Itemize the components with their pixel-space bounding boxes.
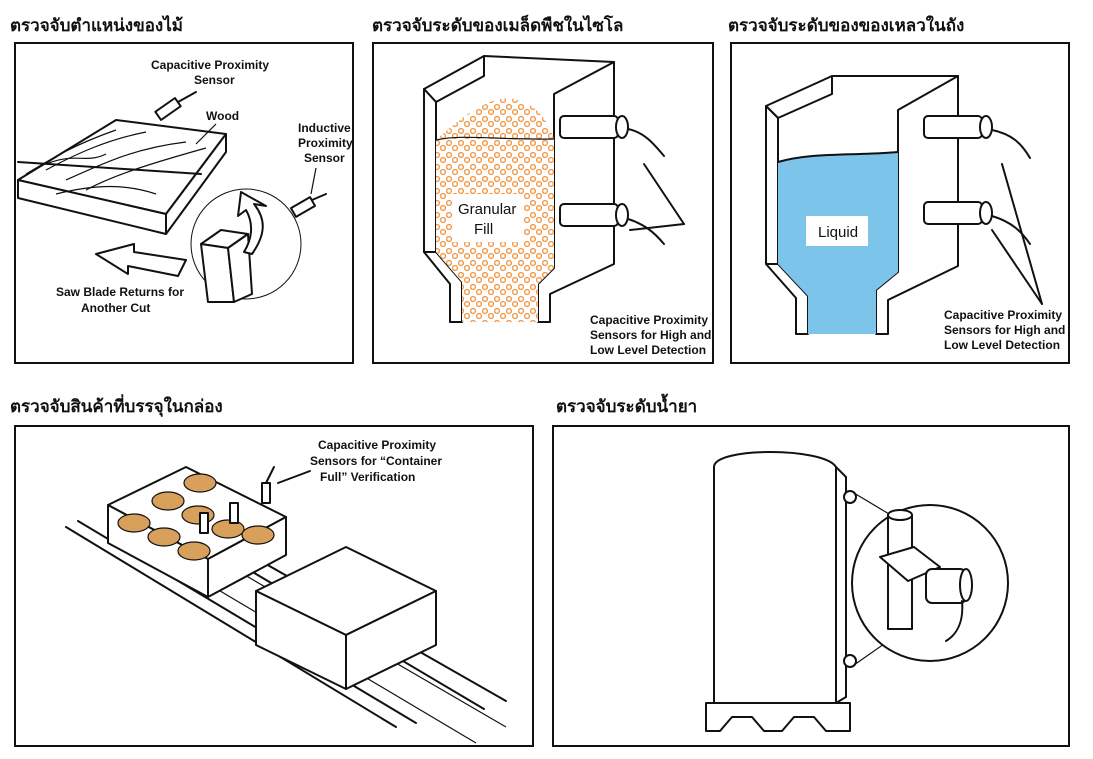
tank-sensor-label-3: Low Level Detection	[944, 338, 1060, 352]
wood-panel-title: ตรวจจับตำแหน่งของไม้	[10, 16, 183, 36]
pipe-detail	[879, 509, 973, 642]
shipping-box	[255, 546, 437, 690]
wood-panel: Capacitive Proximity Sensor Wood Inducti…	[14, 42, 354, 364]
box-panel-title: ตรวจจับสินค้าที่บรรจุในกล่อง	[10, 397, 223, 417]
wood-illustration: Capacitive Proximity Sensor Wood Inducti…	[17, 58, 352, 315]
chemical-panel-title: ตรวจจับระดับน้ำยา	[556, 397, 698, 417]
box-sensor-label-3: Full” Verification	[320, 470, 415, 484]
granular-label-2: Fill	[474, 221, 493, 238]
return-arrow	[95, 243, 187, 277]
silo-panel-title: ตรวจจับระดับของเมล็ดพืชในไซโล	[372, 16, 624, 36]
saw-blade-circle	[190, 188, 302, 300]
tank-panel: Liquid Capacitive Proximity Sensors for …	[730, 42, 1070, 364]
silo-sensor-label-1: Capacitive Proximity	[590, 313, 708, 327]
box-sensor-label-1: Capacitive Proximity	[318, 438, 436, 452]
inductive-label-2: Proximity	[298, 136, 352, 150]
saw-label-1: Saw Blade Returns for	[56, 285, 184, 299]
chemical-tank-sensors	[843, 490, 857, 668]
capacitive-label-1: Capacitive Proximity	[151, 58, 269, 72]
liquid-label: Liquid	[818, 224, 858, 241]
box-panel: Capacitive Proximity Sensors for “Contai…	[14, 425, 534, 747]
tank-panel-title: ตรวจจับระดับของของเหลวในถัง	[728, 16, 965, 36]
silo-panel: Granular Fill Capacitive Proximity Senso…	[372, 42, 714, 364]
chemical-panel	[552, 425, 1070, 747]
rotation-arrow	[237, 191, 267, 255]
capacitive-label-2: Sensor	[194, 73, 235, 87]
tank-sensor-low	[923, 201, 1031, 245]
box-sensors	[199, 466, 275, 534]
silo-sensor-label-2: Sensors for High and	[590, 328, 711, 342]
silo-sensor-low	[559, 203, 665, 245]
tank-sensor-label-1: Capacitive Proximity	[944, 308, 1062, 322]
chemical-tank	[705, 451, 851, 732]
box-sensor-label-2: Sensors for “Container	[310, 454, 442, 468]
silo-sensor-label-3: Low Level Detection	[590, 343, 706, 357]
box-illustration: Capacitive Proximity Sensors for “Contai…	[65, 438, 507, 744]
inductive-sensor	[289, 193, 327, 218]
tank-sensor-high	[923, 115, 1031, 159]
silo-illustration: Granular Fill Capacitive Proximity Senso…	[423, 55, 711, 357]
chemical-illustration	[705, 451, 1009, 732]
cookie-tray	[107, 466, 287, 598]
capacitive-sensor	[154, 91, 197, 121]
granular-label-1: Granular	[458, 201, 516, 218]
inductive-label-1: Inductive	[298, 121, 351, 135]
tank-illustration: Liquid Capacitive Proximity Sensors for …	[765, 75, 1065, 352]
wood-board	[17, 119, 227, 235]
tank-sensor-label-2: Sensors for High and	[944, 323, 1065, 337]
wood-label: Wood	[206, 109, 239, 123]
saw-label-2: Another Cut	[81, 301, 150, 315]
inductive-label-3: Sensor	[304, 151, 345, 165]
silo-sensor-high	[559, 115, 665, 157]
